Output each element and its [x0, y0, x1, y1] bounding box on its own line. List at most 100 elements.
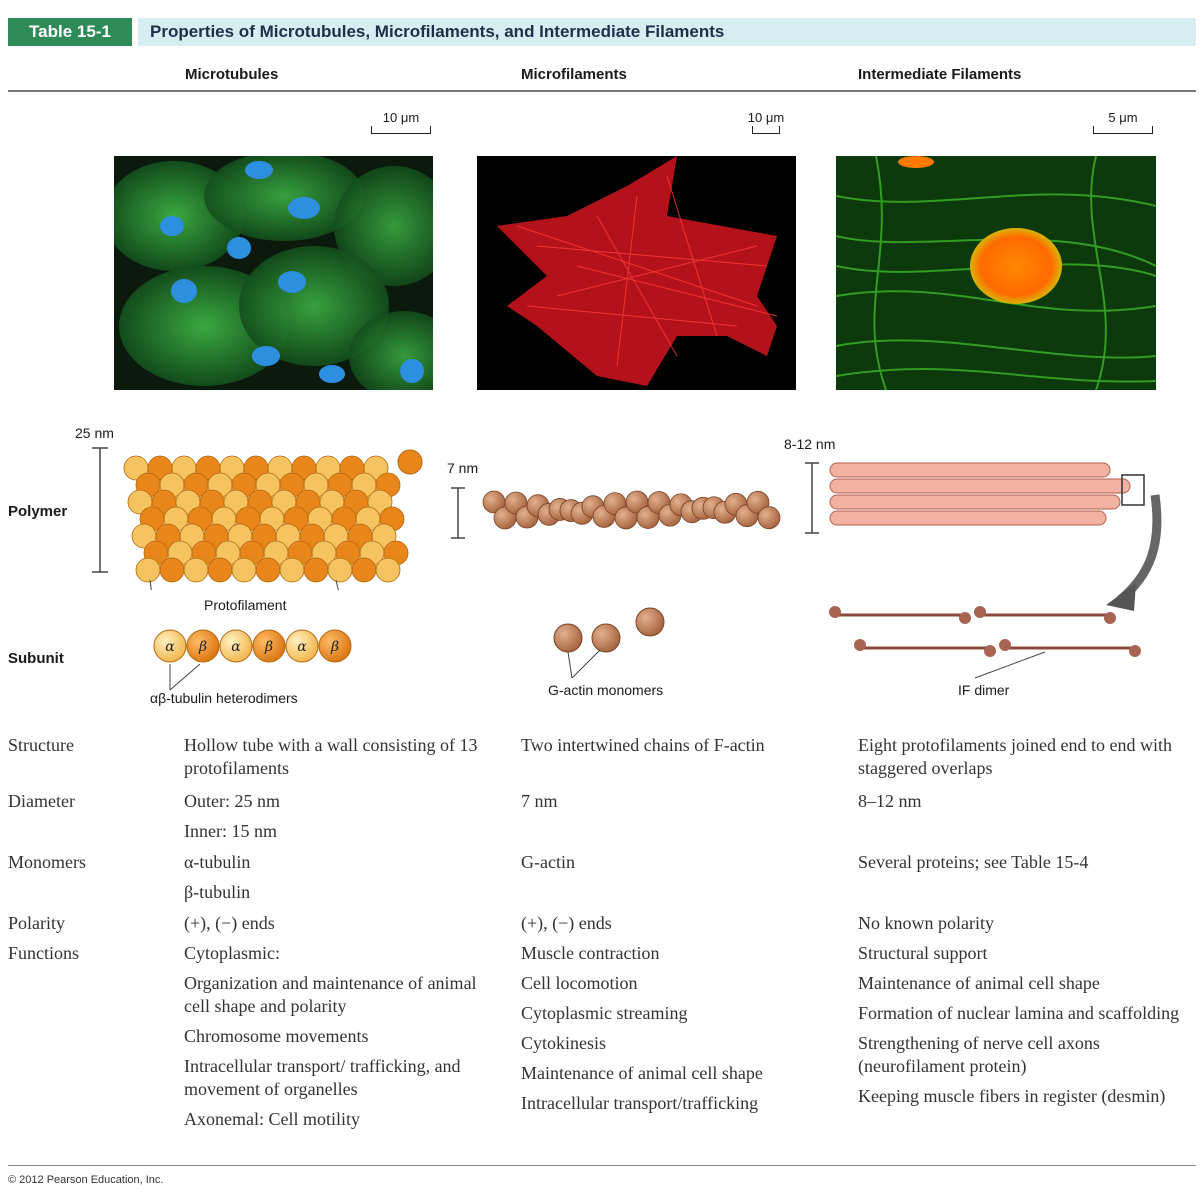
cell-line: 7 nm [521, 791, 558, 811]
alpha-tubulin [153, 629, 187, 663]
actin-monomer [757, 506, 781, 530]
header-rule [8, 90, 1196, 92]
table-title: Properties of Microtubules, Microfilamen… [150, 22, 725, 41]
beta-tubulin [252, 629, 286, 663]
alpha-tubulin [285, 629, 319, 663]
col-head-intermediate-filaments: Intermediate Filaments [858, 66, 1022, 83]
alpha-label: α [297, 639, 307, 655]
cell-line: Keeping muscle fibers in register (desmi… [858, 1086, 1166, 1106]
mt-diameter-label: 25 nm [75, 425, 114, 441]
g-actin-monomers [553, 607, 665, 679]
alpha-tubulin [219, 629, 253, 663]
cell-line: Maintenance of animal cell shape [858, 973, 1100, 993]
tubulin-sphere [363, 455, 389, 481]
table-cell: 7 nm [521, 790, 841, 820]
cell-line: Two intertwined chains of F-actin [521, 735, 765, 755]
tubulin-sphere [303, 557, 329, 583]
table-cell: Hollow tube with a wall consisting of 13… [184, 734, 504, 787]
cell-line: Cytokinesis [521, 1033, 607, 1053]
row-label: Monomers [8, 852, 86, 872]
beta-label: β [198, 639, 207, 655]
beta-label: β [264, 639, 273, 655]
micrograph-intermediate-filaments [836, 156, 1156, 390]
table-cell: 8–12 nm [858, 790, 1198, 820]
microfilament-polymer-diagram [451, 487, 781, 539]
tubulin-subunit-label: αβ-tubulin heterodimers [150, 690, 298, 706]
cell-line: Structural support [858, 943, 988, 963]
tubulin-sphere [183, 557, 209, 583]
table-tag: Table 15-1 [8, 18, 132, 46]
table-cell: G-actin [521, 851, 841, 881]
mf-diameter-label: 7 nm [447, 460, 479, 476]
cell-line: (+), (−) ends [184, 913, 275, 933]
micrograph-microtubules [114, 156, 433, 390]
g-actin-label: G-actin monomers [548, 682, 664, 698]
cell-line: No known polarity [858, 913, 994, 933]
tubulin-sphere [231, 557, 257, 583]
scale-label: 5 μm [1108, 110, 1138, 125]
cell-line: Strengthening of nerve cell axons (neuro… [858, 1033, 1100, 1076]
cell-line: G-actin [521, 852, 575, 872]
tubulin-sphere [207, 557, 233, 583]
title-bar [138, 18, 1196, 46]
cell-line: Cytoplasmic streaming [521, 1003, 688, 1023]
microtubule-polymer-diagram [92, 447, 423, 590]
tubulin-sphere [367, 489, 393, 515]
table-cell: No known polarity [858, 912, 1198, 942]
beta-tubulin [186, 629, 220, 663]
table-cell: Several proteins; see Table 15-4 [858, 851, 1198, 881]
row-label: Structure [8, 735, 74, 755]
tubulin-sphere [351, 557, 377, 583]
table-cell: Cytoplasmic: Organization and maintenance… [184, 942, 504, 1138]
cell-line: Organization and maintenance of animal c… [184, 973, 477, 1016]
micrograph-microfilaments [477, 156, 796, 390]
cell-line: Cytoplasmic: [184, 943, 280, 963]
tubulin-sphere [397, 449, 423, 475]
tubulin-sphere [159, 557, 185, 583]
scale-bar-intermediate: 5 μm [1090, 110, 1156, 134]
table-cell: Two intertwined chains of F-actin [521, 734, 841, 764]
cell-line: 8–12 nm [858, 791, 922, 811]
cell-line: Inner: 15 nm [184, 821, 277, 841]
if-diameter-label: 8-12 nm [784, 436, 836, 452]
table-cell: Outer: 25 nm Inner: 15 nm [184, 790, 504, 850]
if-dimer-diagram [829, 606, 1141, 679]
scale-label: 10 μm [382, 110, 420, 125]
protofilament-label: Protofilament [204, 597, 287, 613]
scale-label: 10 μm [747, 110, 785, 125]
tubulin-sphere [371, 523, 397, 549]
cell-line: Maintenance of animal cell shape [521, 1063, 763, 1083]
cell-line: Several proteins; see Table 15-4 [858, 852, 1089, 872]
cell-line: Chromosome movements [184, 1026, 369, 1046]
table-cell: (+), (−) ends [184, 912, 504, 942]
beta-tubulin [318, 629, 352, 663]
cell-line: Muscle contraction [521, 943, 660, 963]
row-label: Diameter [8, 791, 75, 811]
table-cell: (+), (−) ends [521, 912, 841, 942]
cell-line: Intracellular transport/ trafficking, an… [184, 1056, 461, 1099]
table-cell: Eight protofilaments joined end to end w… [858, 734, 1198, 787]
cell-line: Intracellular transport/trafficking [521, 1093, 759, 1113]
footer-rule [8, 1165, 1196, 1166]
cell-line: Cell locomotion [521, 973, 638, 993]
cell-line: Eight protofilaments joined end to end w… [858, 735, 1172, 778]
row-label-subunit: Subunit [8, 650, 64, 667]
cell-line: Outer: 25 nm [184, 791, 280, 811]
beta-label: β [330, 639, 339, 655]
col-head-microtubules: Microtubules [185, 66, 279, 83]
tubulin-sphere [375, 557, 401, 583]
intermediate-filament-polymer-diagram [805, 462, 1162, 611]
tubulin-pointer-lines [169, 663, 201, 691]
alpha-label: α [231, 639, 241, 655]
row-label-polymer: Polymer [8, 503, 68, 520]
tubulin-sphere [135, 557, 161, 583]
tubulin-sphere [255, 557, 281, 583]
if-dimer-label: IF dimer [958, 682, 1010, 698]
cell-line: α-tubulin [184, 852, 251, 872]
scale-bar-microfilaments: 10 μm [736, 110, 796, 134]
scale-bar-microtubules: 10 μm [368, 110, 434, 134]
